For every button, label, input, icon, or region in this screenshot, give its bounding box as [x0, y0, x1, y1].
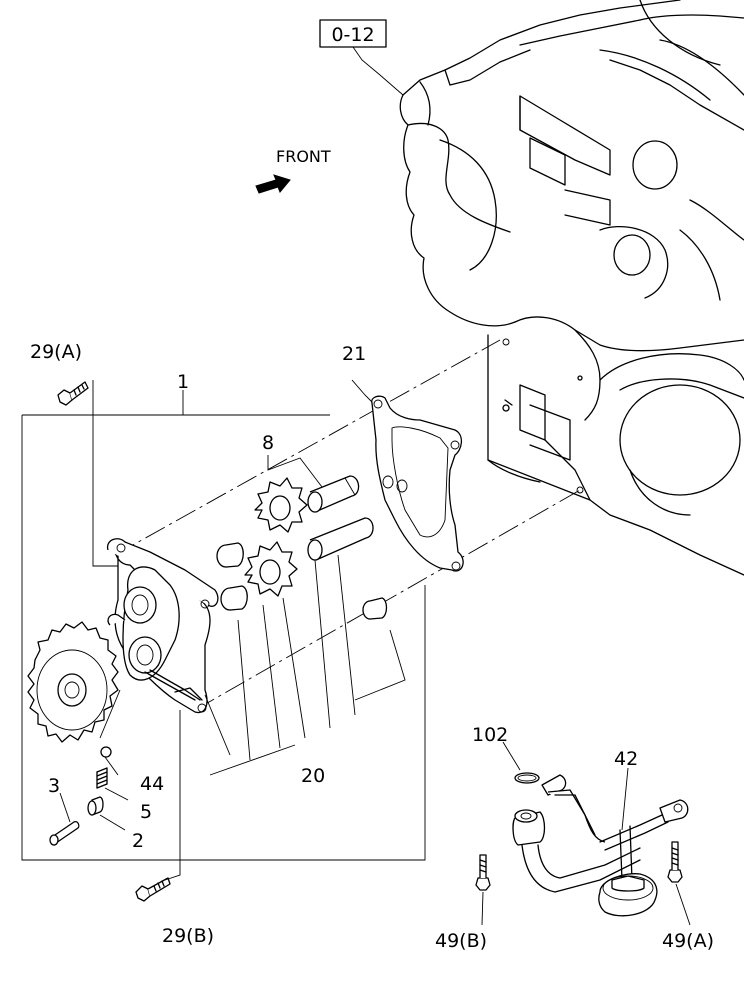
callout-21: 21: [342, 343, 366, 365]
assembly-box: [21, 414, 426, 861]
gasket-part: [371, 395, 464, 572]
reference-box: 0-12: [319, 19, 404, 96]
front-indicator: FRONT: [255, 147, 331, 194]
callout-44: 44: [140, 773, 164, 795]
callout-29b: 29(B): [162, 925, 214, 947]
bolts-49: [475, 841, 683, 891]
drive-gear: [27, 621, 119, 743]
pump-rotors: [244, 477, 308, 597]
callout-labels: 29(A) 1 21 8 20 44 5 2 3 29(B) 102 42 49…: [30, 341, 714, 952]
bushings: [216, 542, 388, 620]
oil-strainer: [512, 774, 689, 917]
shaft-pins: [307, 475, 374, 561]
callout-29a: 29(A): [30, 341, 82, 363]
callout-20: 20: [301, 765, 325, 787]
callout-2: 2: [132, 830, 144, 852]
pump-body: [106, 538, 219, 714]
callout-1: 1: [177, 371, 189, 393]
o-ring: [514, 772, 540, 784]
callout-49b: 49(B): [435, 930, 487, 952]
callout-42: 42: [614, 748, 638, 770]
front-label: FRONT: [276, 147, 331, 166]
callout-102: 102: [472, 724, 508, 746]
relief-valve-parts: [49, 746, 112, 846]
bolts: [57, 381, 171, 902]
leader-lines: [59, 379, 691, 926]
reference-box-label: 0-12: [331, 24, 374, 46]
callout-8: 8: [262, 432, 274, 454]
callout-3: 3: [48, 775, 60, 797]
callout-5: 5: [140, 801, 152, 823]
callout-49a: 49(A): [662, 930, 714, 952]
arrow-icon: [255, 174, 291, 194]
engine-block-outline: [399, 0, 744, 576]
center-lines: [114, 339, 581, 711]
